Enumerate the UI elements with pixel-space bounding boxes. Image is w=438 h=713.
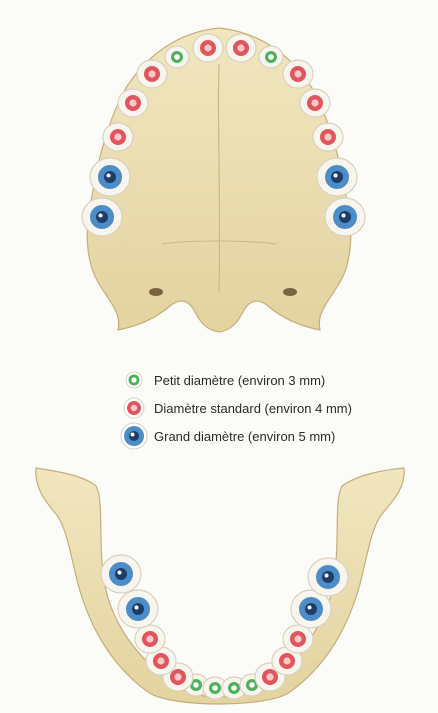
implant-screw-hole (129, 99, 136, 106)
implant-screw-hole (231, 685, 237, 691)
legend-row-standard: Diamètre standard (environ 4 mm) (118, 394, 388, 422)
implant-screw-hole (322, 571, 334, 583)
upper-tooth-implant (325, 198, 365, 236)
legend-label-standard: Diamètre standard (environ 4 mm) (154, 401, 352, 416)
lower-tooth-implant (283, 625, 313, 653)
legend: Petit diamètre (environ 3 mm) Diamètre s… (118, 366, 388, 450)
implant-screw-hole (174, 673, 181, 680)
upper-tooth-implant (118, 89, 148, 117)
lower-tooth-implant (101, 555, 141, 593)
implant-screw-hole (132, 603, 144, 615)
upper-tooth-implant (259, 46, 283, 68)
upper-tooth-implant (90, 158, 130, 196)
upper-tooth-implant (82, 198, 122, 236)
implant-screw-hole (212, 685, 218, 691)
implant-screw-hole (266, 673, 273, 680)
upper-tooth-implant (317, 158, 357, 196)
implant-highlight (334, 174, 338, 178)
implant-screw-hole (331, 171, 343, 183)
implant-highlight (118, 571, 122, 575)
legend-row-small: Petit diamètre (environ 3 mm) (118, 366, 388, 394)
standard-implant-swatch (118, 394, 150, 422)
implant-screw-hole (324, 133, 331, 140)
lower-tooth-implant (118, 590, 158, 628)
implant-screw-hole (204, 44, 211, 51)
implant-screw-hole (311, 99, 318, 106)
upper-tooth-implant (193, 34, 223, 62)
lower-jaw-bone (36, 468, 404, 704)
implant-screw-hole (115, 568, 127, 580)
legend-label-small: Petit diamètre (environ 3 mm) (154, 373, 325, 388)
upper-tooth-implant (300, 89, 330, 117)
upper-tooth-implant (283, 60, 313, 88)
lower-tooth-implant (308, 558, 348, 596)
upper-tooth-implant (165, 46, 189, 68)
upper-tooth-implant (103, 123, 133, 151)
lower-jaw (36, 468, 404, 704)
implant-screw-hole (114, 133, 121, 140)
implant-screw-hole (249, 682, 255, 688)
implant-highlight (107, 174, 111, 178)
implant-screw-hole (146, 635, 153, 642)
right-palatine-foramen (283, 288, 297, 296)
upper-tooth-implant (137, 60, 167, 88)
implant-highlight (99, 214, 103, 218)
implant-screw-hole (283, 657, 290, 664)
upper-tooth-implant (226, 34, 256, 62)
implant-screw-hole (294, 635, 301, 642)
implant-screw-hole (237, 44, 244, 51)
small-implant-swatch (118, 366, 150, 394)
implant-screw-hole (339, 211, 351, 223)
implant-screw-hole (294, 70, 301, 77)
legend-row-large: Grand diamètre (environ 5 mm) (118, 422, 388, 450)
implant-screw-hole (104, 171, 116, 183)
implant-highlight (342, 214, 346, 218)
implant-highlight (325, 574, 329, 578)
implant-screw-hole (305, 603, 317, 615)
upper-tooth-implant (313, 123, 343, 151)
implant-screw-hole (268, 54, 274, 60)
implant-highlight (308, 606, 312, 610)
large-implant-swatch (118, 422, 150, 450)
implant-screw-hole (193, 682, 199, 688)
implant-screw-hole (174, 54, 180, 60)
upper-jaw (82, 28, 365, 332)
legend-label-large: Grand diamètre (environ 5 mm) (154, 429, 335, 444)
implant-screw-hole (148, 70, 155, 77)
implant-highlight (135, 606, 139, 610)
lower-tooth-implant (135, 625, 165, 653)
left-palatine-foramen (149, 288, 163, 296)
implant-screw-hole (96, 211, 108, 223)
implant-screw-hole (157, 657, 164, 664)
